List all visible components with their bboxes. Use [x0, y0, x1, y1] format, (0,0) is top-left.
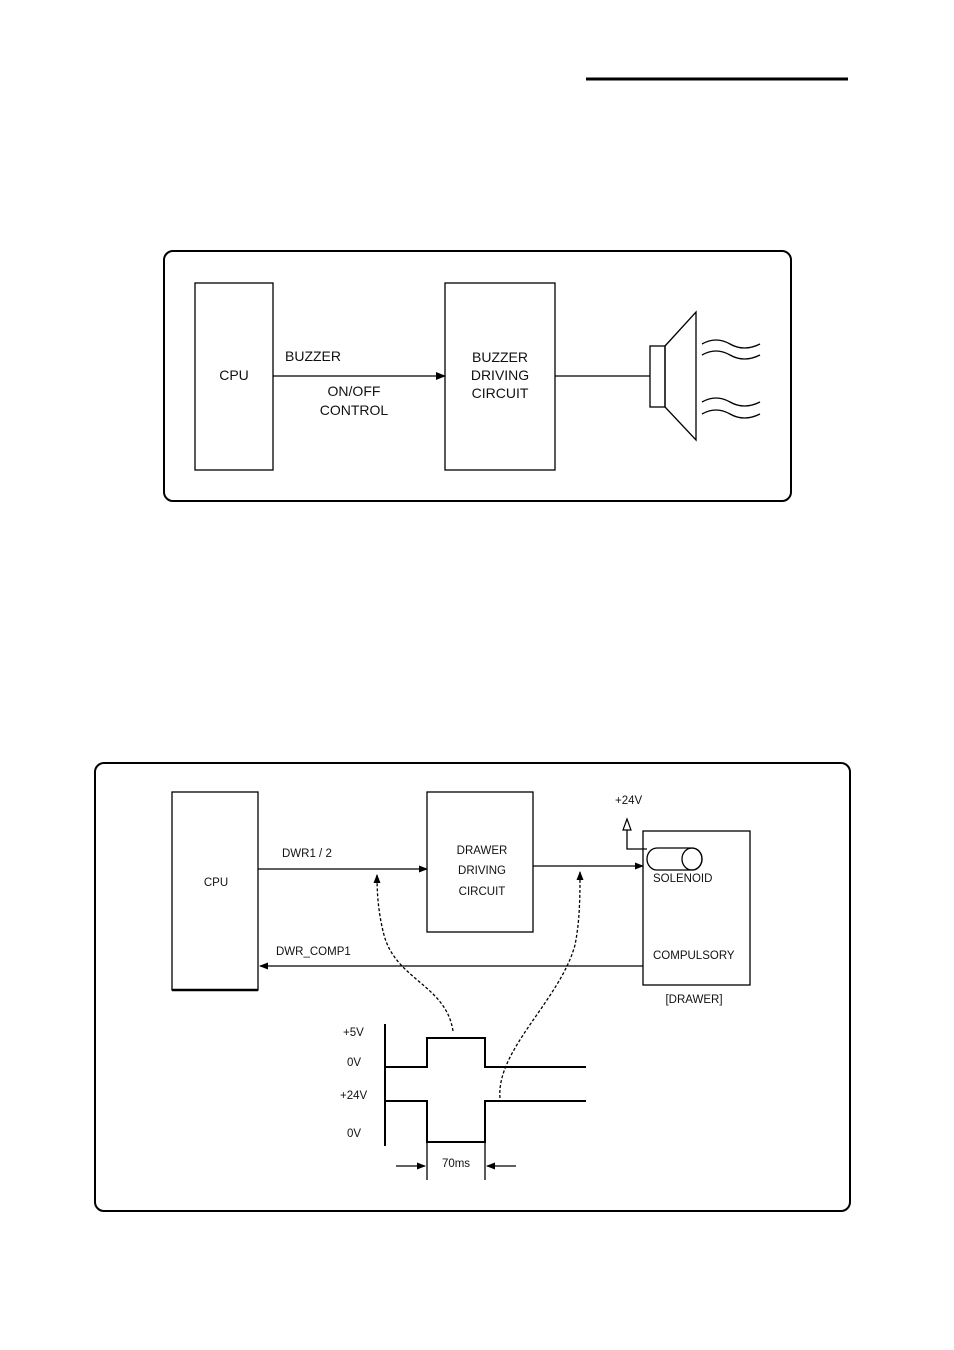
compulsory-label: COMPULSORY [653, 950, 735, 962]
drawer-cpu-label: CPU [204, 877, 228, 889]
timing-24v-label: +24V [340, 1090, 368, 1102]
buzzer-cpu-label: CPU [219, 367, 249, 383]
drawer-driver-label-2: DRIVING [458, 865, 506, 877]
solenoid-label: SOLENOID [653, 873, 712, 885]
buzzer-control-label: CONTROL [320, 402, 389, 418]
buzzer-onoff-label: ON/OFF [328, 383, 381, 399]
buzzer-signal-label: BUZZER [285, 348, 341, 364]
drawer-driver-label-1: DRAWER [457, 845, 508, 857]
timing-0v-label-b: 0V [347, 1128, 361, 1140]
drawer-panel [95, 763, 850, 1211]
drawer-diagram: CPU DWR1 / 2 DRAWER DRIVING CIRCUIT +24V… [95, 763, 850, 1211]
timing-5v-label: +5V [343, 1027, 364, 1039]
buzzer-driver-label-1: BUZZER [472, 349, 528, 365]
supply-label: +24V [615, 795, 643, 807]
drawer-driver-label-3: CIRCUIT [459, 886, 506, 898]
pulse-width-label: 70ms [442, 1158, 470, 1170]
timing-0v-label-a: 0V [347, 1057, 361, 1069]
dwr-comp-label: DWR_COMP1 [276, 946, 351, 958]
drawer-label: [DRAWER] [665, 994, 722, 1006]
buzzer-driver-label-2: DRIVING [471, 367, 529, 383]
buzzer-diagram: CPU BUZZER ON/OFF CONTROL BUZZER DRIVING… [164, 251, 791, 501]
dwr-output-label: DWR1 / 2 [282, 848, 332, 860]
buzzer-driver-label-3: CIRCUIT [472, 385, 529, 401]
